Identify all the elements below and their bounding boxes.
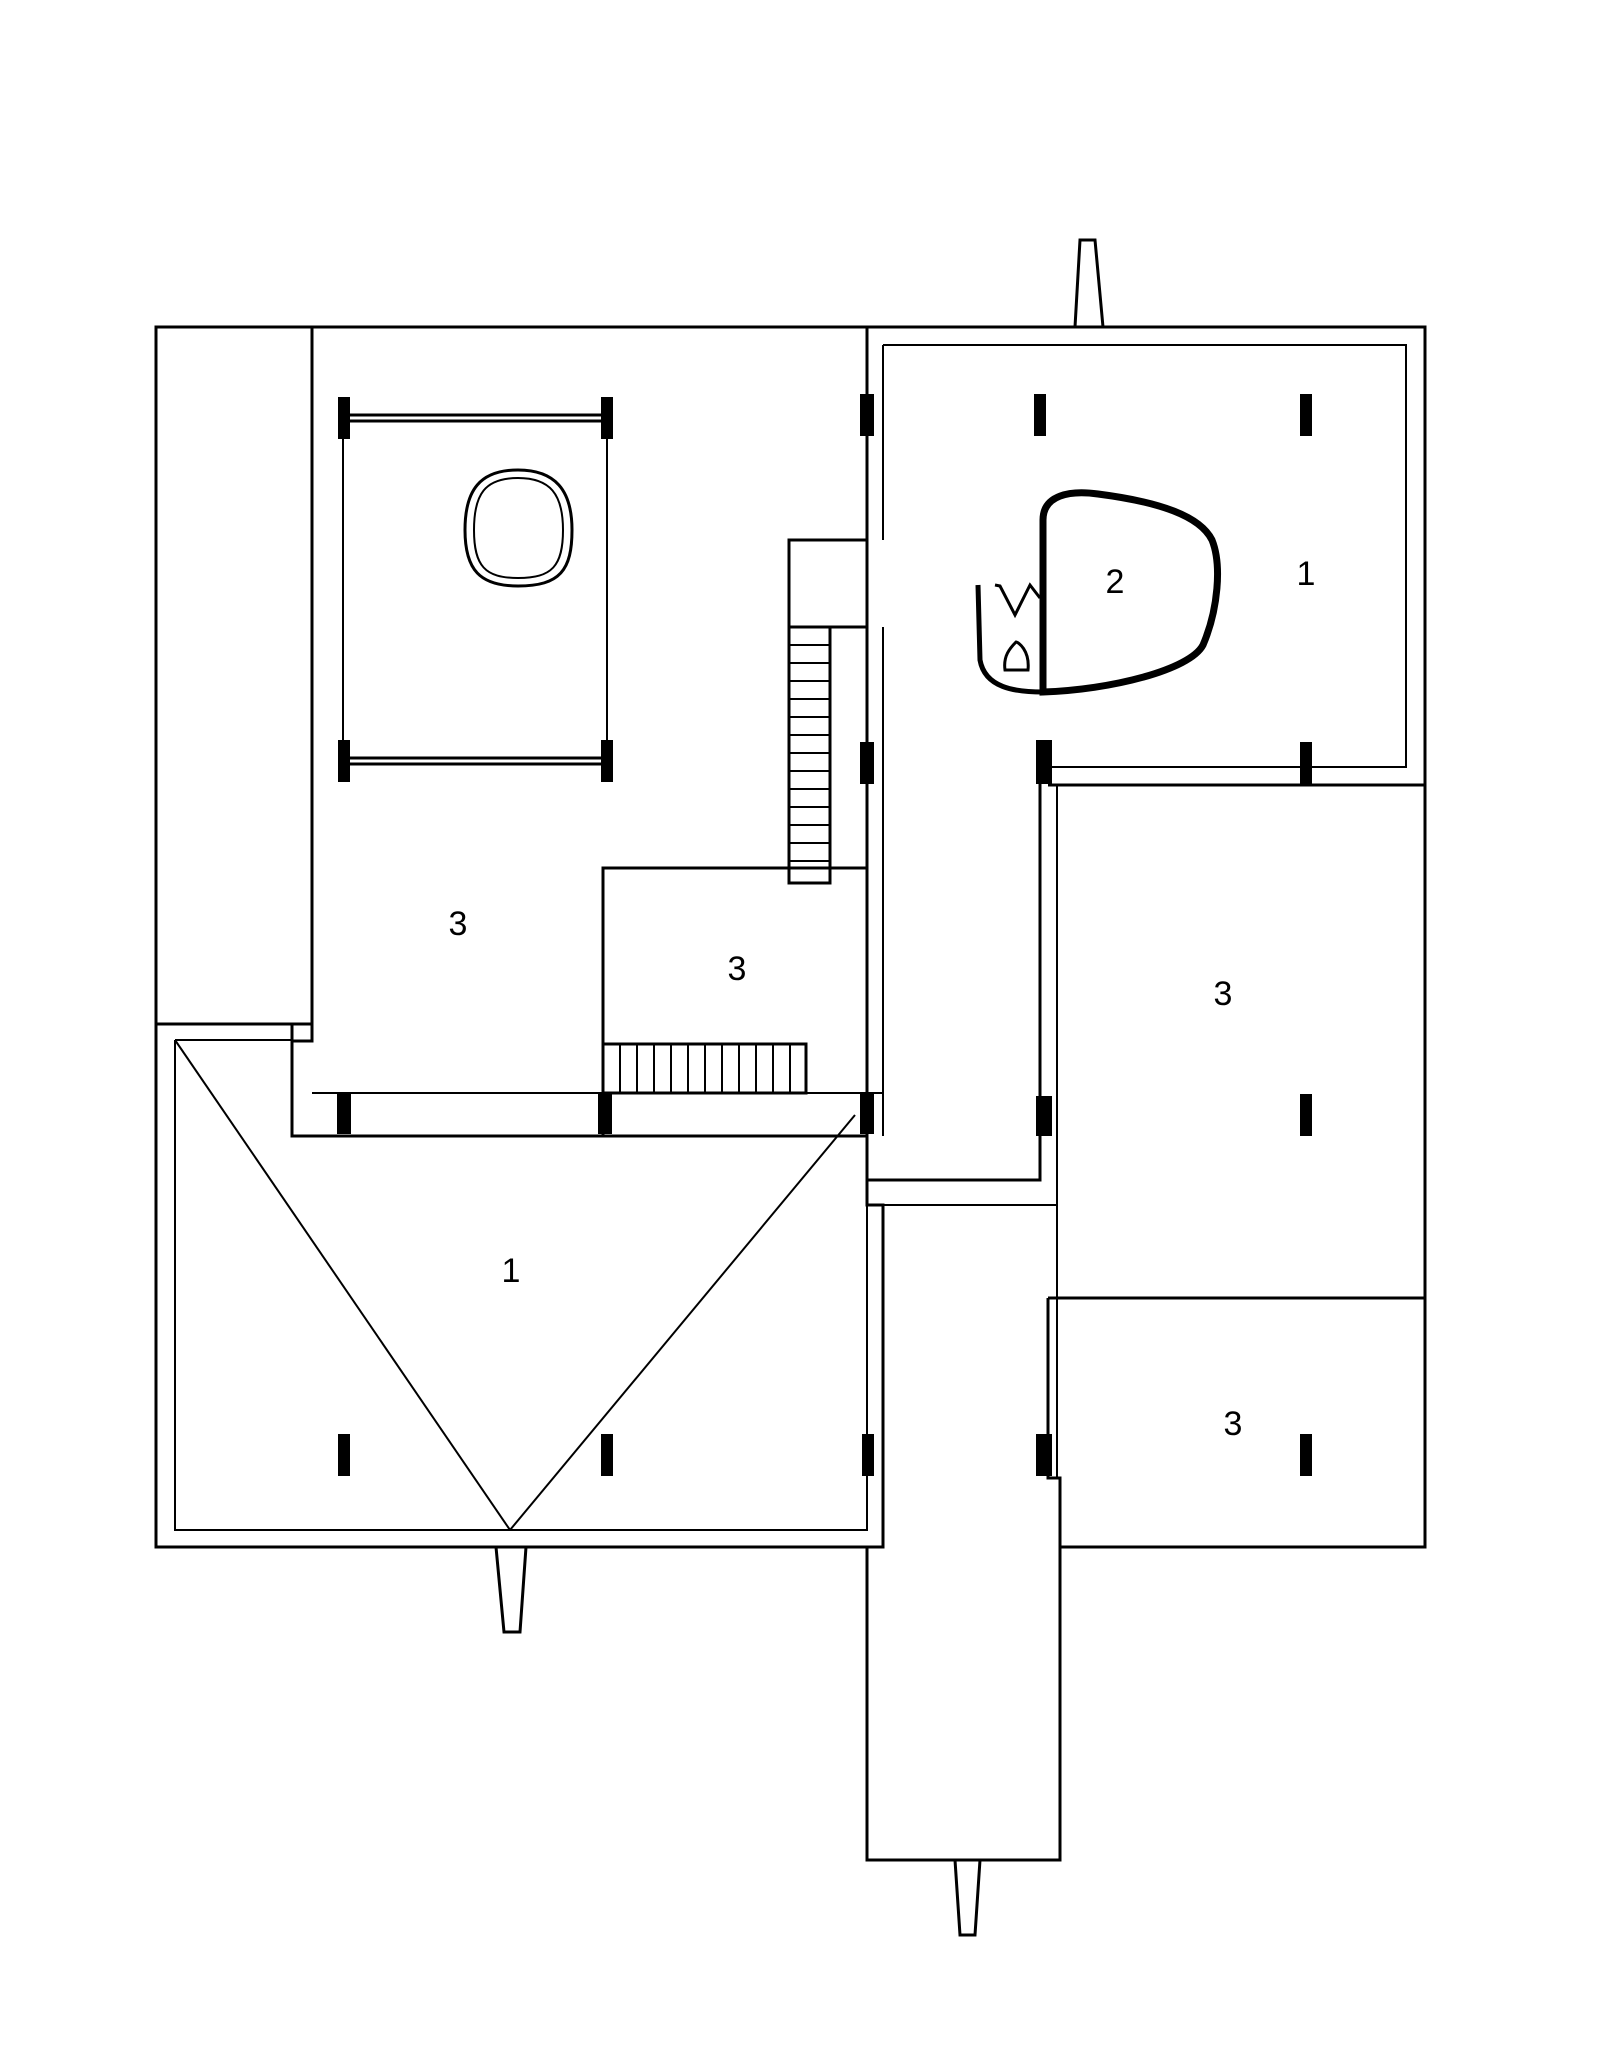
rounded-basin [463,468,574,588]
bed-frame [338,397,613,782]
column [862,1434,874,1476]
right-middle-room [1048,785,1427,1300]
freeform-room-notch [994,582,1042,619]
lower-left-room [156,1022,294,1136]
column [1036,1096,1052,1136]
column [1300,394,1312,436]
column [601,1434,613,1476]
triangle-left-edge [174,1039,511,1531]
hall-columns [337,394,874,1134]
stair-vertical [787,625,832,885]
toilet-icon [1003,640,1030,672]
room-label-inner: 3 [728,950,747,988]
column [1300,1094,1312,1136]
lower-entry-post [494,1546,528,1634]
room-label-freeform: 2 [1106,563,1125,601]
upper-left-hall [290,325,869,1138]
column [1036,740,1052,784]
triangle-right-edge [509,1114,856,1531]
inner-room [601,866,867,1136]
freeform-room-wing [975,584,1044,695]
upper-right-room-inner [883,344,1407,768]
room-label-right-lower: 3 [1224,1405,1243,1443]
bottom-entry-post [953,1859,982,1937]
column [1036,1434,1052,1476]
stair-landing [787,538,869,629]
room-label-upper-right: 1 [1297,555,1316,593]
left-strip [154,325,314,1026]
column [1300,1434,1312,1476]
corridor-right-wall [865,742,1042,1205]
column [1034,394,1046,436]
corridor-right-inner [883,785,1058,1206]
upper-right-room [867,325,1427,787]
right-lower-room [1046,1298,1427,1549]
column [1300,742,1312,784]
room-label-upper-left: 3 [449,905,468,943]
freeform-room [1039,489,1221,696]
room-label-lower-left: 1 [502,1252,521,1290]
lower-corridor [865,1478,1062,1862]
lower-left-room-inner-2 [174,1040,868,1531]
stair-horizontal [601,1042,808,1095]
top-entry-post [1073,238,1105,328]
column [338,1434,350,1476]
room-label-right-middle: 3 [1214,975,1233,1013]
